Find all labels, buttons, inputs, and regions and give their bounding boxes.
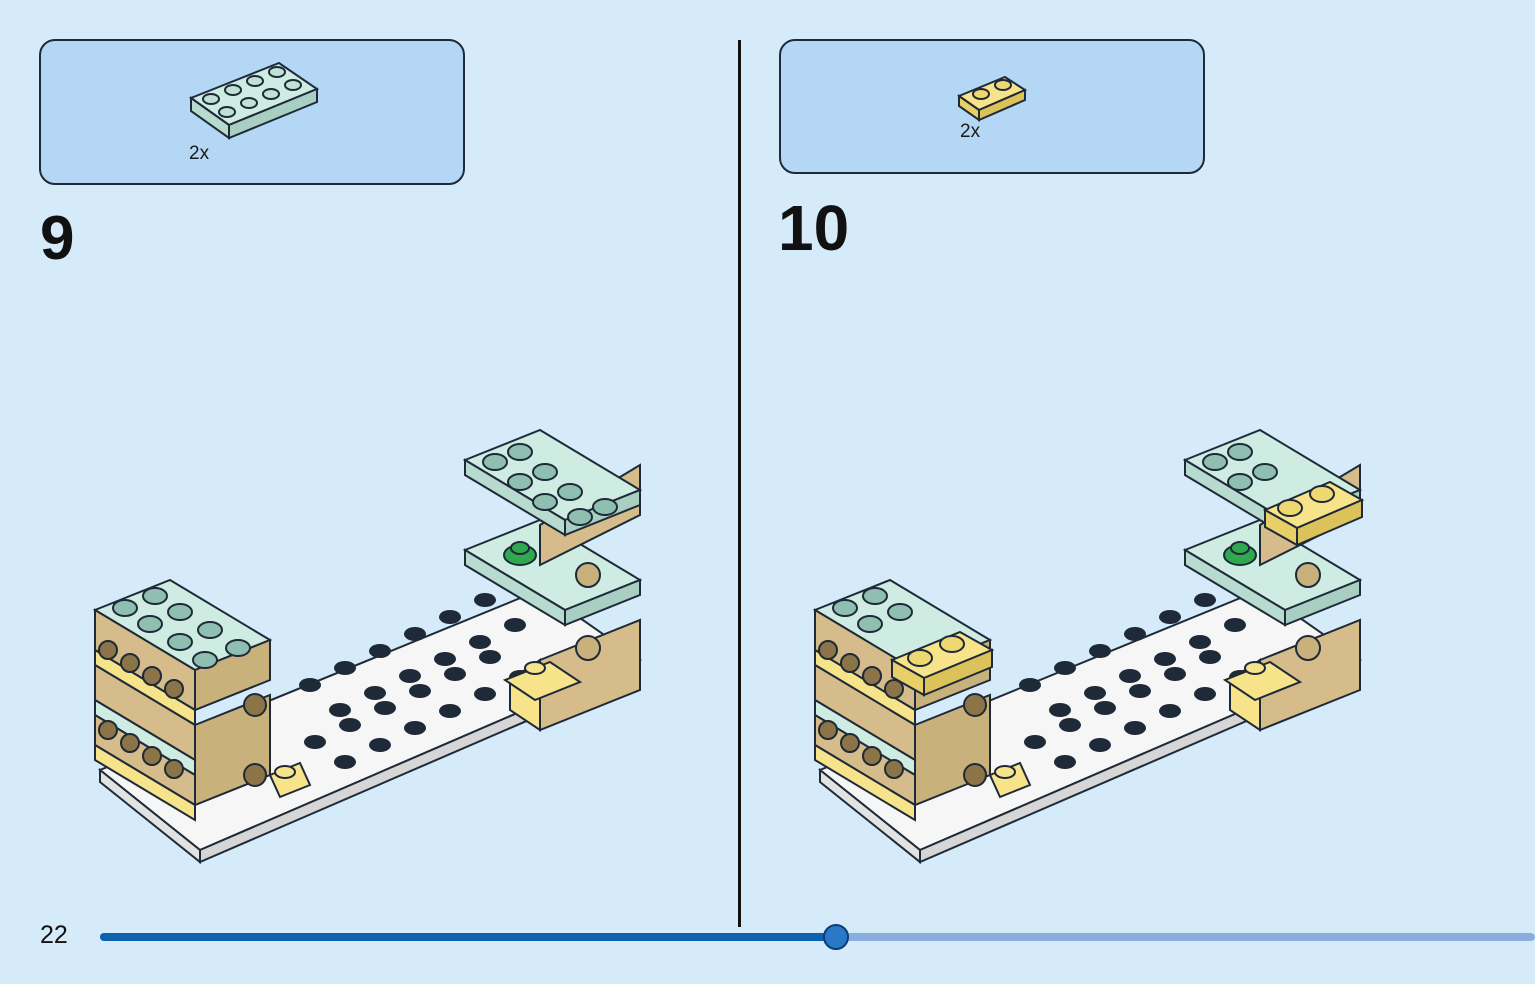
build-illustration-step-9	[92, 428, 643, 865]
step-number-10: 10	[778, 192, 850, 264]
plate-1x2-icon	[956, 75, 1028, 122]
plate-2x4-icon	[188, 61, 320, 140]
progress-bar	[100, 924, 1535, 950]
column-divider	[738, 40, 741, 927]
part-count-label: 2x	[189, 143, 210, 164]
build-illustration-step-10	[812, 428, 1365, 865]
part-count-label: 2x	[960, 121, 981, 142]
progress-bar-fill	[100, 933, 835, 941]
step-number-9: 9	[40, 204, 75, 273]
progress-marker-icon	[822, 924, 849, 950]
page-number: 22	[40, 921, 68, 949]
parts-callout-step-10: 2x	[779, 39, 1205, 174]
parts-callout-step-9: 2x	[39, 39, 465, 185]
